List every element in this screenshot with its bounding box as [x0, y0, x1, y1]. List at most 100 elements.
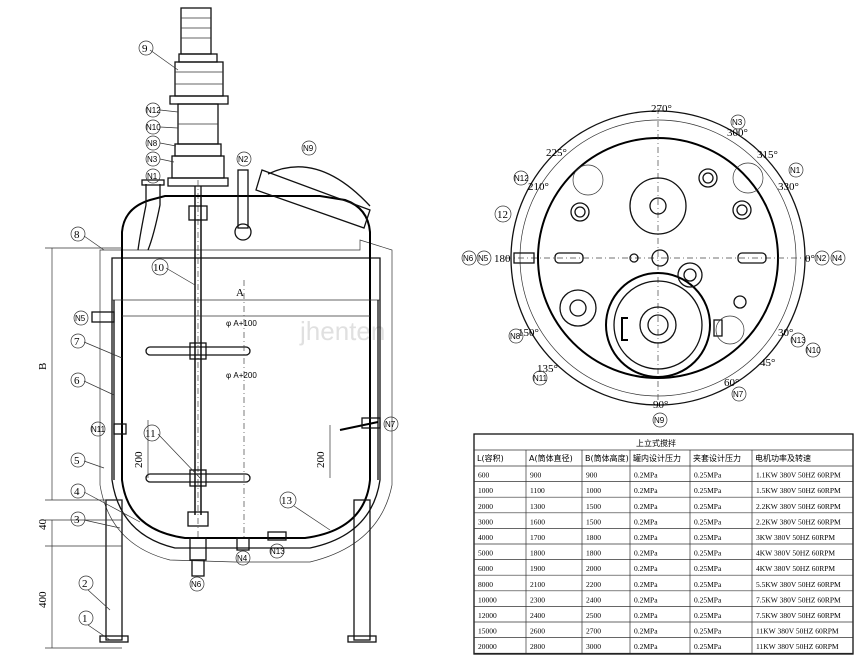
nozzle-n8-label: N8 [147, 139, 158, 148]
table-cell: 2100 [530, 580, 545, 589]
manhole-flange [605, 272, 711, 378]
angle-180-label: 180 [494, 253, 511, 265]
table-cell: 4KW 380V 50HZ 60RPM [756, 564, 835, 573]
table-cell: 1700 [530, 533, 545, 542]
angle-30-label: 30° [778, 327, 793, 339]
nozzle-n4-label: N4 [237, 554, 248, 563]
table-cell: 2.2KW 380V 50HZ 60RPM [756, 517, 841, 526]
part-6-label: 6 [74, 375, 80, 387]
nozzle-n7-label: N7 [385, 420, 396, 429]
table-cell: 600 [478, 471, 490, 480]
table-cell: 1000 [478, 486, 493, 495]
top-callout-n11: N11 [533, 374, 548, 383]
side-view: A B 40 400 200 200 φ A+100 φ A+200 1 2 3… [37, 7, 399, 649]
table-cell: 0.2MPa [634, 564, 658, 573]
table-cell: 2.2KW 380V 50HZ 60RPM [756, 502, 841, 511]
table-cell: 900 [530, 471, 542, 480]
angle-270-label: 270° [651, 103, 672, 115]
part-9-label: 9 [142, 43, 148, 55]
table-cell: 1800 [586, 549, 601, 558]
part-1-label: 1 [82, 613, 88, 625]
table-cell: 5.5KW 380V 50HZ 60RPM [756, 580, 841, 589]
nozzle-n9-label: N9 [303, 144, 314, 153]
nozzle-n13-label: N13 [270, 547, 285, 556]
table-cell: 0.25MPa [694, 533, 722, 542]
upper-agitator-blade [145, 346, 251, 356]
table-cell: 1000 [586, 486, 601, 495]
table-cell: 2600 [530, 627, 545, 636]
inner-vessel [121, 195, 371, 539]
table-cell: 3000 [586, 642, 601, 651]
table-cell: 1800 [586, 533, 601, 542]
table-cell: 7.5KW 380V 50HZ 60RPM [756, 595, 841, 604]
nozzle-n2-label: N2 [238, 155, 249, 164]
angle-135-label: 135° [537, 363, 558, 375]
top-view: 270° 300° 315° 330° 225° 210° 180 0° 150… [461, 103, 846, 428]
part-10-label: 10 [153, 262, 165, 274]
dimension-b-label: B [37, 363, 49, 370]
angle-150-label: 150° [518, 327, 539, 339]
top-callout-n12: N12 [514, 174, 529, 183]
top-callout-n10: N10 [806, 346, 821, 355]
table-cell: 0.2MPa [634, 502, 658, 511]
table-header-cell: A(筒体直径) [529, 453, 573, 463]
angle-45-label: 45° [760, 357, 775, 369]
table-cell: 1900 [530, 564, 545, 573]
insulation-layer [99, 239, 393, 563]
table-header-cell: 罐内设计压力 [633, 453, 681, 463]
table-cell: 0.25MPa [694, 549, 722, 558]
top-callout-n7: N7 [733, 390, 744, 399]
nozzle-n10-label: N10 [146, 123, 161, 132]
watermark: jhenten [299, 316, 385, 346]
part-callouts: 1 2 3 4 5 6 7 8 9 [70, 40, 331, 641]
table-cell: 4000 [478, 533, 493, 542]
top-callout-n2: N2 [816, 254, 827, 263]
table-cell: 2000 [478, 502, 493, 511]
top-callout-n5: N5 [478, 254, 489, 263]
table-cell: 2300 [530, 595, 545, 604]
top-callout-n9: N9 [654, 416, 665, 425]
table-title: 上立式搅拌 [636, 438, 676, 448]
table-cell: 1500 [586, 517, 601, 526]
phi-a100-label: φ A+100 [226, 319, 257, 328]
part-11-label: 11 [145, 428, 156, 440]
part-5-label: 5 [74, 455, 80, 467]
table-header-cell: L(容积) [477, 453, 504, 463]
table-cell: 0.2MPa [634, 471, 658, 480]
dimension-200-right-label: 200 [315, 451, 327, 468]
table-cell: 3000 [478, 517, 493, 526]
support-leg-left [105, 499, 123, 641]
table-cell: 2800 [530, 642, 545, 651]
table-cell: 0.25MPa [694, 471, 722, 480]
table-cell: 0.25MPa [694, 627, 722, 636]
table-cell: 0.2MPa [634, 595, 658, 604]
part-2-label: 2 [82, 578, 88, 590]
sight-glass-emblem [629, 177, 687, 235]
top-callout-n8: N8 [510, 332, 521, 341]
nozzle-callouts: N12 N10 N8 N3 N1 N2 N9 N5 N11 N7 [73, 102, 399, 592]
nozzle-n6-label: N6 [191, 580, 202, 589]
table-cell: 0.2MPa [634, 486, 658, 495]
part-3-label: 3 [74, 514, 80, 526]
table-cell: 0.25MPa [694, 580, 722, 589]
dimension-40-label: 40 [37, 519, 49, 531]
table-cell: 1500 [586, 502, 601, 511]
table-cell: 2400 [530, 611, 545, 620]
table-cell: 11KW 380V 50HZ 60RPM [756, 627, 839, 636]
part-8-label: 8 [74, 229, 80, 241]
table-cell: 2200 [586, 580, 601, 589]
lower-agitator-blade [145, 473, 251, 483]
nozzle-n5-label: N5 [75, 314, 86, 323]
table-cell: 0.2MPa [634, 642, 658, 651]
table-cell: 2000 [586, 564, 601, 573]
table-cell: 15000 [478, 627, 497, 636]
table-cell: 1100 [530, 486, 545, 495]
part-7-label: 7 [74, 336, 80, 348]
table-cell: 900 [586, 471, 598, 480]
top-callout-12: 12 [497, 209, 508, 221]
table-header-cell: B(筒体高度) [585, 453, 629, 463]
table-cell: 2400 [586, 595, 601, 604]
top-callout-n3: N3 [732, 118, 743, 127]
table-cell: 2700 [586, 627, 601, 636]
table-cell: 0.25MPa [694, 502, 722, 511]
